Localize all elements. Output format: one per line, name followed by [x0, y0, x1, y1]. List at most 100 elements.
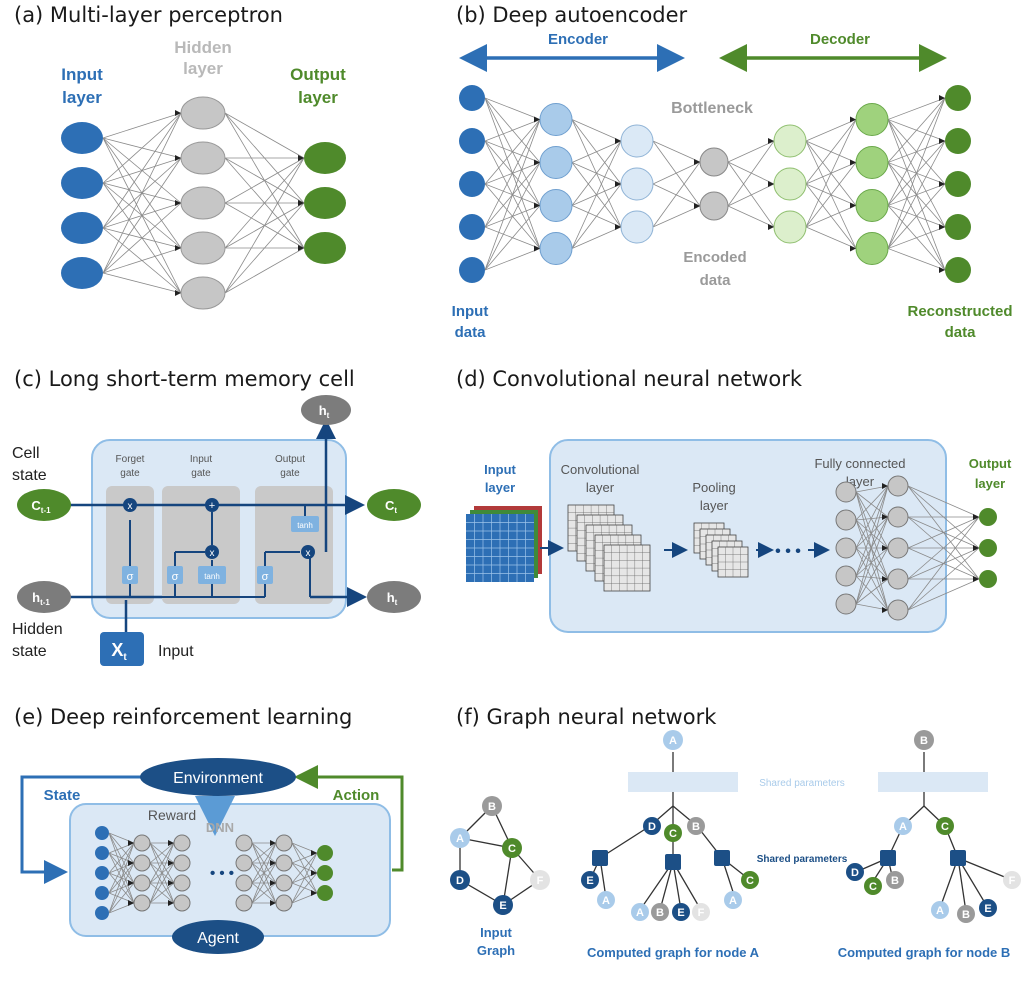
cnn-fc-edge: [855, 485, 889, 521]
dnn-label: DNN: [206, 820, 234, 835]
cnn-fc-edge: [855, 578, 889, 605]
ae-arrowhead: [850, 202, 856, 209]
comp-a-l1-b-letter: B: [692, 821, 700, 833]
ae-edge: [484, 119, 541, 228]
rl-right-node-l0-1: [235, 854, 253, 872]
comp-a-edge: [599, 825, 651, 859]
ae-arrowhead: [694, 203, 700, 209]
mlp-edge: [224, 157, 305, 249]
mlp-arrowhead: [298, 245, 304, 251]
cnn-fc-edge: [855, 491, 889, 611]
comp-a-l2-e-letter: E: [586, 875, 593, 887]
ae-arrowhead: [768, 138, 774, 144]
ae-edge: [887, 183, 946, 249]
rl-left-node-l2-2: [173, 874, 191, 892]
rl-left-arrowhead: [168, 840, 174, 846]
input-graph-node-f-letter: F: [537, 875, 544, 887]
mlp-edge: [224, 202, 305, 294]
rl-right-node-l2-0: [317, 845, 333, 861]
ae-node-l1-2: [539, 189, 573, 222]
hidden-state-label-1: Hidden: [12, 621, 63, 638]
ae-node-l1-3: [539, 232, 573, 265]
x-t-label: Xt: [111, 640, 127, 663]
rl-right-arrowhead: [311, 890, 317, 896]
rl-left-node-l1-1: [133, 854, 151, 872]
cnn-fc-edge: [855, 491, 889, 580]
comp-a-l2-c: [741, 871, 759, 889]
ae-edge: [805, 162, 857, 228]
ae-edge: [652, 140, 701, 163]
ae-arrowhead: [768, 224, 774, 230]
cnn-fc-edge: [907, 485, 980, 518]
rl-right-arrowhead: [311, 870, 317, 876]
mlp-hidden-label-2: layer: [183, 59, 223, 78]
cnn-fc-edge: [907, 516, 980, 580]
mlp-edge: [224, 247, 305, 294]
state-arrow: [20, 775, 142, 884]
h-prev-node: [17, 581, 71, 613]
cnn-fc-node-l1-0: [887, 475, 909, 497]
cnn-fc-node-l0-4: [835, 593, 857, 615]
action-arrow: [294, 765, 404, 872]
h-t-node-top: [301, 395, 351, 425]
cnn-fc-edge: [855, 547, 889, 611]
input-gate-label-2: gate: [191, 468, 211, 479]
mlp-output-label-2: layer: [298, 88, 338, 107]
panel-b-deep-autoencoder: (b) Deep autoencoder Encoder Decoder Bot…: [452, 3, 1013, 341]
ae-edge: [727, 140, 775, 207]
comp-a-l2-b-letter: B: [656, 907, 664, 919]
mlp-input-label-2: layer: [62, 88, 102, 107]
comp-b-l2-d-letter: D: [851, 867, 859, 879]
mlp-node-l0-0: [61, 122, 103, 154]
mlp-edge: [102, 112, 182, 184]
shared-params-bar-a: [628, 772, 738, 792]
mlp-network: [61, 96, 346, 310]
rl-right-node-l2-1: [317, 865, 333, 881]
cnn-fc-node-l2-1: [979, 539, 997, 557]
panel-c-title: (c) Long short-term memory cell: [14, 367, 355, 391]
mlp-arrowhead: [298, 155, 304, 161]
comp-a-l2-b: [651, 903, 669, 921]
ae-edge: [887, 226, 946, 249]
h-t-right-subscript: t: [395, 598, 398, 607]
c-t-subscript: t: [394, 506, 397, 515]
rl-left-edge: [108, 842, 135, 894]
computed-graph-a-label: Computed graph for node A: [587, 945, 760, 960]
mlp-node-l1-3: [180, 231, 226, 265]
cnn-fc-edge: [855, 547, 889, 580]
mlp-edge: [102, 112, 182, 229]
comp-b-edge: [957, 857, 967, 913]
input-graph-label-1: Input: [480, 925, 512, 940]
cnn-fc-edge: [855, 491, 889, 549]
mlp-edge: [102, 112, 182, 274]
comp-a-l2-a-letter: A: [602, 895, 610, 907]
cnn-fc-edge: [855, 547, 889, 605]
ae-edge: [484, 119, 541, 271]
comp-a-l2-f: [692, 903, 710, 921]
h-prev-subscript: t-1: [40, 598, 50, 607]
ae-arrowhead: [534, 116, 540, 123]
input-graph-node-b-letter: B: [488, 801, 496, 813]
rl-left-arrowhead: [168, 880, 174, 886]
forget-gate-label-1: Forget: [116, 454, 145, 465]
cnn-fc-arrowhead: [882, 607, 888, 613]
comp-b-l2-b2: [957, 905, 975, 923]
ae-node-l3-1: [699, 191, 729, 221]
comp-a-l1-c-letter: C: [669, 828, 677, 840]
cell-state-label-2: state: [12, 467, 47, 484]
rl-right-edge: [251, 842, 277, 884]
rl-left-edge: [108, 842, 135, 874]
ae-arrowhead: [615, 138, 621, 144]
panel-a-multilayer-perceptron: (a) Multi-layer perceptron Input layer H…: [14, 3, 346, 310]
output-multiply-symbol: x: [306, 548, 311, 559]
panel-b-title: (b) Deep autoencoder: [456, 3, 688, 27]
comp-b-l2-b-letter: B: [891, 875, 899, 887]
rl-right-arrowhead: [270, 900, 276, 906]
comp-b-l2-a: [931, 901, 949, 919]
output-sigmoid-symbol: σ: [262, 571, 269, 583]
conv-label-1: Convolutional: [561, 462, 640, 477]
cnn-fc-edge: [907, 547, 980, 611]
x-t-input-box: [100, 632, 144, 666]
mlp-edge: [102, 112, 182, 139]
mlp-arrowhead: [298, 200, 304, 206]
